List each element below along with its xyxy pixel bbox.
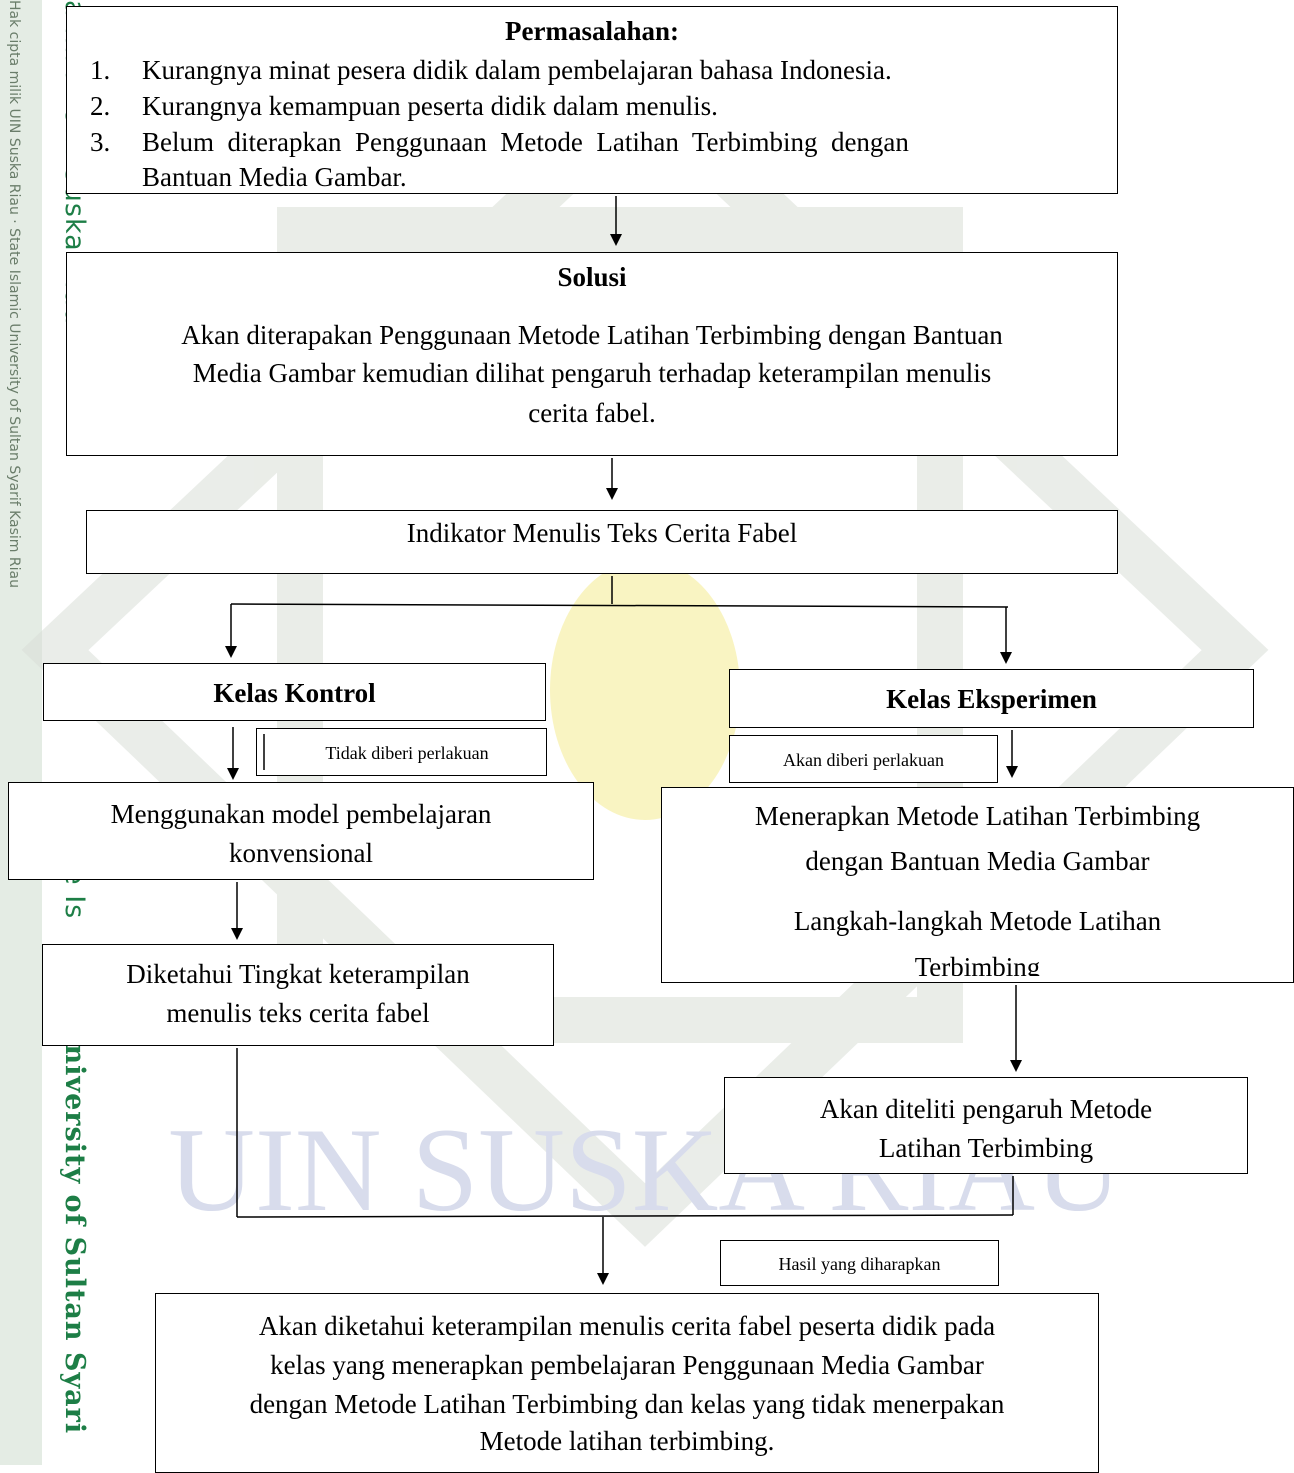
expected-result-line: kelas yang menerapkan pembelajaran Pengg… <box>270 1350 984 1380</box>
side-text-segment-3: University of Sultan Syari <box>59 1020 90 1435</box>
control-class-title: Kelas Kontrol <box>213 678 376 708</box>
solution-line: Akan diterapakan Penggunaan Metode Latih… <box>181 320 1003 350</box>
solution-heading: Solusi <box>557 262 627 292</box>
experiment-method-line: Menerapkan Metode Latihan Terbimbing <box>754 801 1201 831</box>
experiment-note-text: Akan diberi perlakuan <box>783 750 944 770</box>
expected-label-text: Hasil yang diharapkan <box>778 1254 941 1274</box>
experiment-class-title: Kelas Eksperimen <box>886 684 1097 714</box>
problem-item-text: Belum diterapkan Penggunaan Metode Latih… <box>142 127 909 157</box>
control-method-line: Menggunakan model pembelajaran <box>110 799 492 829</box>
indicator-text: Indikator Menulis Teks Cerita Fabel <box>406 518 798 548</box>
experiment-steps-clip: Terbimbing <box>661 946 1294 976</box>
experiment-research-box <box>724 1077 1248 1174</box>
problem-box <box>66 6 1118 194</box>
control-note-text: Tidak diberi perlakuan <box>325 743 489 763</box>
problem-item-text: Kurangnya minat pesera didik dalam pembe… <box>142 55 892 85</box>
solution-line: Media Gambar kemudian dilihat pengaruh t… <box>192 358 992 388</box>
problem-heading: Permasalahan: <box>505 16 679 46</box>
side-text: a milik UIN Suska Riau e Is University o… <box>56 0 90 1465</box>
expected-result-line: dengan Metode Latihan Terbimbing dan kel… <box>249 1389 1005 1419</box>
control-method-box <box>8 782 594 880</box>
control-method-line: konvensional <box>229 838 373 868</box>
problem-item-num: 1. <box>90 55 111 85</box>
expected-result-line: Metode latihan terbimbing. <box>479 1426 775 1456</box>
problem-item-num: 3. <box>90 127 111 157</box>
problem-item-text: Kurangnya kemampuan peserta didik dalam … <box>142 91 718 121</box>
control-result-line: menulis teks cerita fabel <box>166 998 430 1028</box>
experiment-research-line: Latihan Terbimbing <box>878 1133 1094 1163</box>
experiment-note-box <box>729 735 998 783</box>
experiment-method-box <box>661 787 1294 983</box>
sidebar-strip: Hak cipta milik UIN Suska Riau · State I… <box>0 0 42 1465</box>
control-note-box <box>256 728 547 776</box>
experiment-class-box <box>729 669 1254 728</box>
control-class-box <box>43 663 546 721</box>
expected-result-line: Akan diketahui keterampilan menulis ceri… <box>258 1311 996 1341</box>
solution-line: cerita fabel. <box>528 398 656 428</box>
watermark-emblem <box>550 560 740 820</box>
control-result-box <box>42 944 554 1046</box>
experiment-steps-line: Terbimbing <box>914 952 1041 976</box>
experiment-research-line: Akan diteliti pengaruh Metode <box>819 1094 1153 1124</box>
problem-item-text-continued: Bantuan Media Gambar. <box>142 162 407 192</box>
problem-item-num: 2. <box>90 91 111 121</box>
indicator-box <box>86 510 1118 574</box>
experiment-method-line: dengan Bantuan Media Gambar <box>805 846 1150 876</box>
experiment-steps-line: Langkah-langkah Metode Latihan <box>793 906 1162 936</box>
expected-label-box <box>720 1240 999 1286</box>
control-result-line: Diketahui Tingkat keterampilan <box>126 959 470 989</box>
solution-box <box>66 252 1118 456</box>
